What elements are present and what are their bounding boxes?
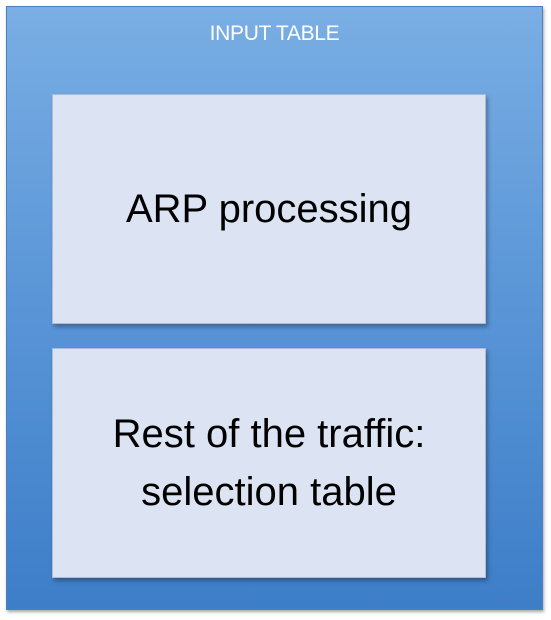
arp-processing-label-line-1: ARP processing bbox=[125, 187, 413, 231]
selection-table-box: Rest of the traffic: selection table bbox=[52, 348, 486, 578]
selection-table-label-line-2: selection table bbox=[141, 470, 397, 514]
arp-processing-box: ARP processing bbox=[52, 94, 486, 324]
input-table-title: INPUT TABLE bbox=[209, 22, 340, 45]
selection-table-label: Rest of the traffic: selection table bbox=[113, 405, 426, 521]
selection-table-label-line-1: Rest of the traffic: bbox=[112, 412, 426, 456]
arp-processing-label: ARP processing bbox=[126, 180, 412, 238]
